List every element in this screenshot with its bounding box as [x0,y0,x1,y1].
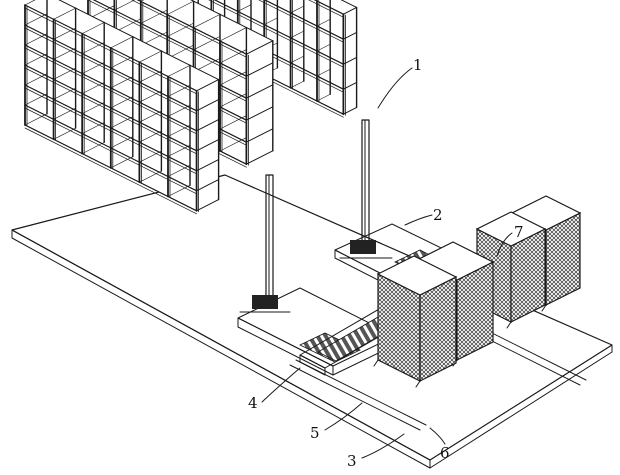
container-1 [373,255,458,388]
callout-5-label: 5 [310,424,320,442]
callout-1-label: 1 [413,56,423,74]
callout-3-label: 3 [347,452,357,470]
callout-4: 4 [248,367,301,412]
storage-racks [24,0,358,215]
stacker-crane-2 [339,119,393,259]
callout-5: 5 [310,402,363,442]
mesh-containers [373,195,582,388]
callout-3: 3 [347,433,405,470]
callout-4-label: 4 [248,394,258,412]
callout-7: 7 [496,223,524,257]
callout-7-label: 7 [514,223,524,241]
stacker-crane-1 [239,174,291,313]
callout-2: 2 [404,206,443,226]
callout-1: 1 [377,56,423,109]
callout-6: 6 [429,427,450,462]
callout-6-label: 6 [440,444,450,462]
callout-2-label: 2 [433,206,443,224]
rack-row-front [24,0,220,215]
